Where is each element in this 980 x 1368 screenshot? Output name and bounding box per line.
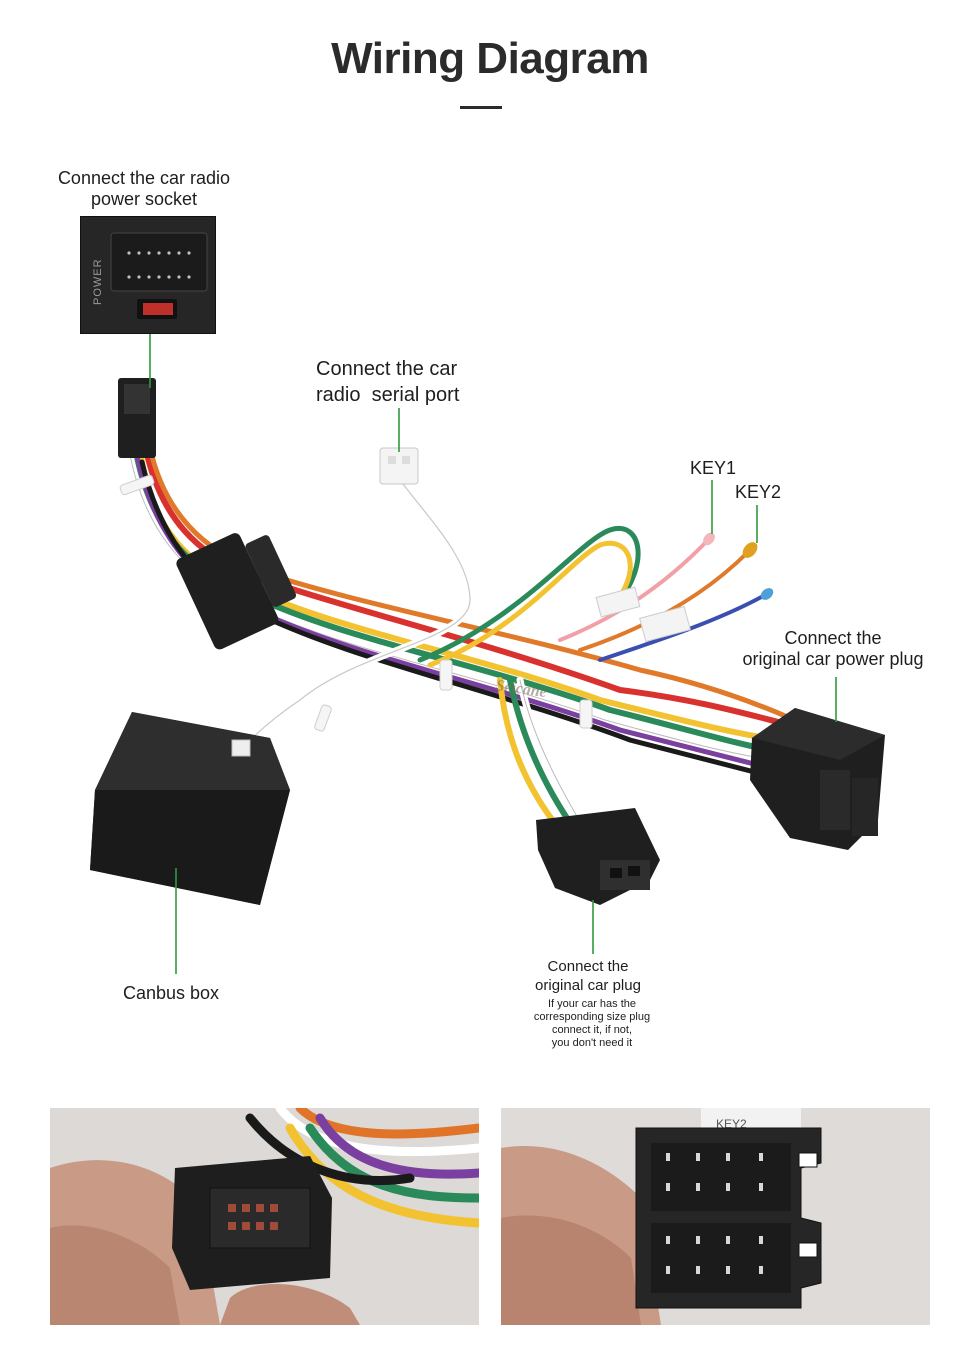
label-original-plug-note: If your car has the corresponding size p… — [513, 998, 671, 1050]
photo-connector-in-hand-left — [50, 1108, 479, 1325]
note-line1: If your car has the — [547, 998, 637, 1010]
photo-connector-in-hand-right: KEY2 — [501, 1108, 930, 1325]
label-power-socket-line1: Connect the car radio — [57, 168, 231, 188]
wire-tags — [595, 586, 691, 643]
zip-ties — [119, 474, 593, 732]
serial-port-connector — [379, 447, 419, 485]
label-original-power-plug-line2: original car power plug — [742, 649, 924, 669]
original-car-plug-lower — [536, 808, 660, 905]
blue-wire-tip — [760, 588, 774, 600]
note-line4: you don't need it — [551, 1037, 633, 1049]
left-photo-art — [50, 1108, 479, 1325]
note-line2: corresponding size plug — [533, 1011, 651, 1023]
original-car-power-plug — [750, 708, 885, 850]
key2-wire-tip — [742, 542, 758, 558]
wiring-harness-illustration: Seicane — [90, 334, 885, 974]
power-socket-connector — [118, 378, 156, 458]
label-original-plug-line2: original car plug — [535, 977, 641, 994]
label-key2: KEY2 — [734, 482, 782, 502]
inline-connector — [176, 533, 297, 650]
power-socket-photo: POWER — [80, 216, 216, 334]
label-key1: KEY1 — [689, 458, 737, 478]
label-serial-port-line1: Connect the car — [316, 358, 458, 380]
title-underline — [460, 106, 502, 109]
label-original-plug-line1: Connect the — [547, 958, 629, 975]
label-serial-port-line2: radio serial port — [316, 384, 460, 406]
callout-lines — [149, 334, 837, 974]
harness-wires — [126, 442, 793, 834]
power-socket-photo-art: POWER — [81, 217, 215, 333]
page-title: Wiring Diagram — [331, 34, 649, 83]
right-photo-art: KEY2 — [501, 1108, 930, 1325]
power-print-text: POWER — [92, 258, 104, 305]
label-serial-port: Connect the car radio serial port — [316, 356, 478, 408]
note-line3: connect it, if not, — [551, 1024, 633, 1036]
fuse-icon — [143, 303, 173, 315]
label-canbus-box: Canbus box — [122, 983, 220, 1003]
canbus-box — [90, 712, 290, 905]
label-original-power-plug-line1: Connect the — [784, 628, 882, 648]
label-power-socket-line2: power socket — [90, 189, 198, 209]
label-power-socket: Connect the car radio power socket — [40, 168, 248, 210]
key1-wire-tip — [703, 532, 715, 546]
label-original-plug: Connect the original car plug — [513, 957, 663, 995]
label-original-power-plug: Connect the original car power plug — [730, 628, 936, 670]
